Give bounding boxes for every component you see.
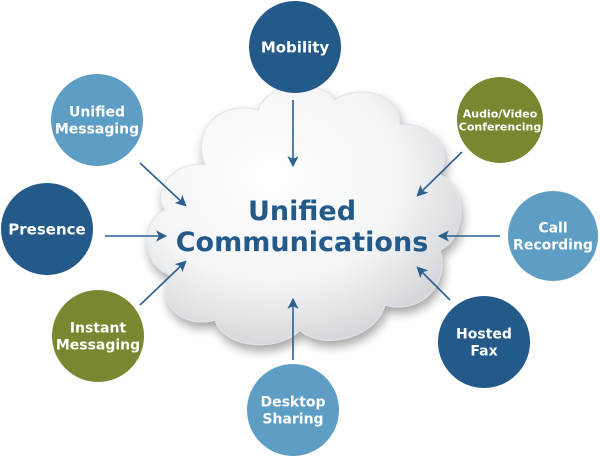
- node-label-audio-video-conferencing-line2: Conferencing: [459, 121, 541, 134]
- node-circle-instant-messaging: [52, 290, 144, 382]
- node-circle-audio-video-conferencing: [457, 77, 543, 163]
- cloud-shape: [146, 84, 462, 346]
- node-label-call-recording-line2: Recording: [513, 237, 593, 253]
- center-title-line1: Unified: [248, 196, 356, 227]
- node-presence: Presence: [1, 183, 93, 275]
- center-title-line2: Communications: [176, 227, 429, 258]
- node-circle-unified-messaging: [51, 74, 143, 166]
- node-mobility: Mobility: [249, 1, 341, 93]
- node-label-presence-line1: Presence: [8, 220, 85, 238]
- node-circle-presence: [1, 183, 93, 275]
- node-label-mobility-line1: Mobility: [261, 38, 330, 56]
- node-label-desktop-sharing-line2: Sharing: [262, 411, 323, 427]
- node-label-hosted-fax-line1: Hosted: [456, 327, 512, 343]
- arrow-instant-messaging: [139, 260, 187, 306]
- arrow-unified-messaging: [139, 162, 187, 207]
- arrow-audio-video-conferencing: [416, 151, 463, 197]
- node-circle-desktop-sharing: [247, 364, 339, 456]
- node-label-desktop-sharing-line1: Desktop: [260, 395, 325, 411]
- node-circle-hosted-fax: [438, 296, 530, 388]
- node-circle-mobility: [249, 1, 341, 93]
- node-label-instant-messaging-line1: Instant: [70, 321, 127, 337]
- node-label-call-recording-line1: Call: [538, 221, 567, 237]
- node-label-audio-video-conferencing-line1: Audio/Video: [463, 107, 538, 120]
- arrows-group: [105, 100, 500, 360]
- arrow-hosted-fax: [416, 266, 451, 301]
- node-label-hosted-fax-line2: Fax: [470, 343, 497, 359]
- node-label-unified-messaging-line1: Unified: [69, 105, 125, 121]
- node-circle-call-recording: [508, 191, 598, 281]
- node-label-instant-messaging-line2: Messaging: [56, 337, 140, 353]
- node-label-unified-messaging-line2: Messaging: [55, 121, 139, 137]
